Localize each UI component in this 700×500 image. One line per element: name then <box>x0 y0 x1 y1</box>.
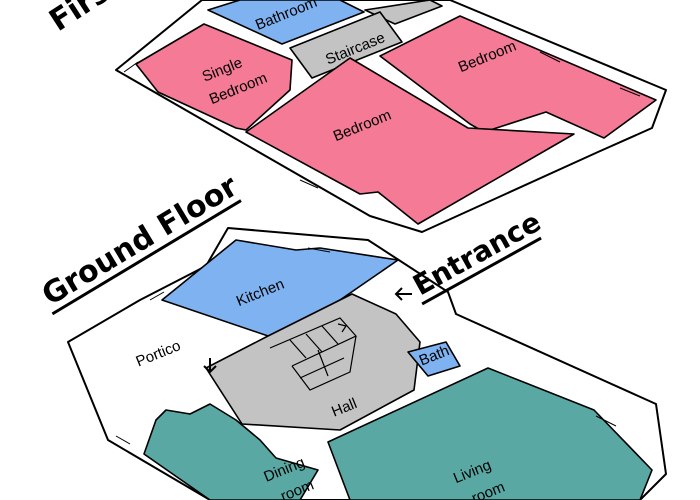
room-dining <box>143 403 319 500</box>
ground-floor-title-underline <box>51 199 242 316</box>
room-single-bedroom <box>135 23 293 131</box>
first-floor-title-group: First <box>43 0 127 39</box>
first-floor-window <box>123 61 139 73</box>
ground-floor-window <box>307 247 331 253</box>
ground-floor: Ground Floor Entrance Kitchen Portico Ba… <box>36 169 667 500</box>
portico-arrow-icon <box>203 358 217 374</box>
ground-floor-window <box>115 435 131 445</box>
ground-floor-staircase <box>269 317 357 391</box>
room-bedroom-center <box>245 57 575 225</box>
entrance-title-underline <box>421 236 542 306</box>
room-bath <box>407 341 461 377</box>
first-floor: First Bathroom Staircase Single Bedroom … <box>43 0 667 233</box>
ground-floor-window <box>595 415 617 427</box>
room-circulation <box>205 293 421 431</box>
ground-floor-window <box>149 291 165 301</box>
room-living <box>327 367 653 500</box>
room-bedroom-right <box>379 15 657 139</box>
first-floor-title: First <box>43 0 127 39</box>
entrance-arrow-icon <box>394 287 412 301</box>
room-staircase <box>289 11 403 79</box>
first-floor-window <box>619 87 641 97</box>
room-bathroom-first <box>207 0 365 45</box>
first-floor-window <box>299 179 319 189</box>
first-floor-window <box>539 51 561 63</box>
